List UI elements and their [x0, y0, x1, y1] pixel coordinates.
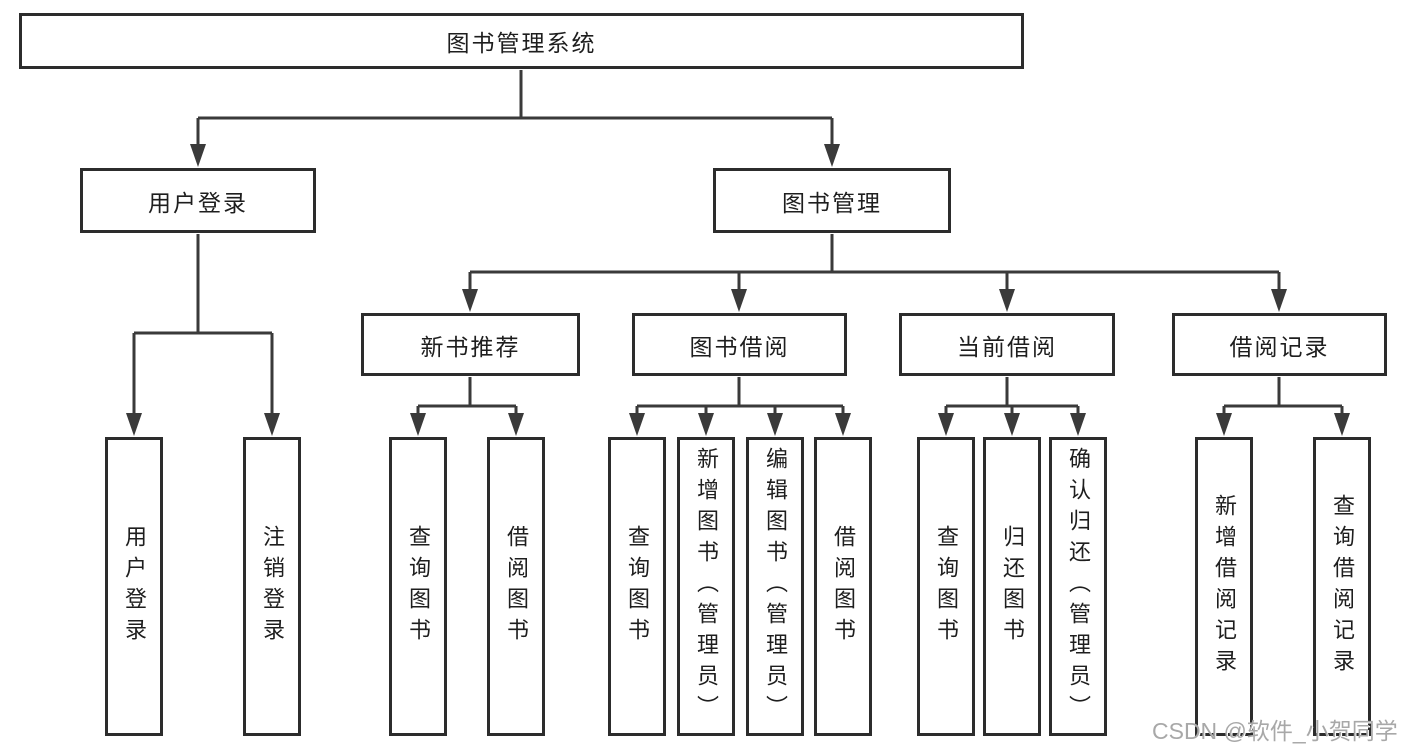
connector-current-to-leaves [944, 377, 1080, 416]
arrowheads-user-login-leaves [126, 413, 280, 436]
leaf-borrowing-add-books-admin: 新增图书（管理员） [677, 437, 735, 736]
node-root-library-system: 图书管理系统 [19, 13, 1024, 69]
arrowheads-level2 [190, 144, 840, 167]
arrowheads-newbook-leaves [410, 413, 524, 436]
node-root-label: 图书管理系统 [446, 30, 597, 56]
leaf-records-query-record-label: 查询借阅记录 [1330, 493, 1355, 680]
leaf-current-return-books: 归还图书 [983, 437, 1041, 736]
node-borrow-records: 借阅记录 [1172, 313, 1387, 376]
leaf-newrec-query-books: 查询图书 [389, 437, 447, 736]
leaf-current-confirm-return-admin-label: 确认归还（管理员） [1066, 447, 1091, 726]
leaf-newrec-query-books-label: 查询图书 [406, 524, 431, 649]
leaf-records-add-record-label: 新增借阅记录 [1212, 493, 1237, 680]
node-current-borrowing-label: 当前借阅 [957, 333, 1057, 360]
arrowheads-borrowing-leaves [629, 413, 851, 436]
leaf-newrec-borrow-books: 借阅图书 [487, 437, 545, 736]
leaf-borrowing-edit-books-admin-label: 编辑图书（管理员） [763, 447, 788, 726]
node-book-management: 图书管理 [713, 168, 951, 233]
arrowheads-level3 [462, 289, 1287, 312]
leaf-borrowing-borrow-books-label: 借阅图书 [831, 524, 856, 649]
node-book-borrowing: 图书借阅 [632, 313, 847, 376]
leaf-current-confirm-return-admin: 确认归还（管理员） [1049, 437, 1107, 736]
leaf-current-query-books: 查询图书 [917, 437, 975, 736]
leaf-records-add-record: 新增借阅记录 [1195, 437, 1253, 736]
leaf-borrowing-borrow-books: 借阅图书 [814, 437, 872, 736]
node-user-login-label: 用户登录 [148, 189, 248, 216]
connector-borrowing-to-leaves [635, 377, 845, 416]
node-borrow-records-label: 借阅记录 [1229, 333, 1330, 360]
csdn-watermark: CSDN @软件_小贺同学 [1152, 718, 1398, 744]
node-book-borrowing-label: 图书借阅 [689, 333, 790, 360]
leaf-current-query-books-label: 查询图书 [934, 524, 959, 649]
connector-book-mgmt-to-level3 [468, 234, 1281, 292]
arrowheads-records-leaves [1216, 413, 1350, 436]
leaf-borrowing-edit-books-admin: 编辑图书（管理员） [746, 437, 804, 736]
leaf-borrowing-add-books-admin-label: 新增图书（管理员） [694, 447, 719, 726]
node-new-book-recommend-label: 新书推荐 [420, 333, 521, 360]
node-book-management-label: 图书管理 [782, 189, 882, 216]
leaf-records-query-record: 查询借阅记录 [1313, 437, 1371, 736]
connector-newbook-to-leaves [416, 377, 518, 416]
node-user-login: 用户登录 [80, 168, 316, 233]
connector-user-login-to-leaves [132, 234, 274, 416]
leaf-borrowing-query-books-label: 查询图书 [625, 524, 650, 649]
leaf-logout-label: 注销登录 [260, 524, 285, 649]
leaf-user-login-label: 用户登录 [122, 524, 147, 649]
connector-records-to-leaves [1222, 377, 1344, 416]
leaf-newrec-borrow-books-label: 借阅图书 [504, 524, 529, 649]
node-current-borrowing: 当前借阅 [899, 313, 1115, 376]
node-new-book-recommend: 新书推荐 [361, 313, 580, 376]
leaf-borrowing-query-books: 查询图书 [608, 437, 666, 736]
leaf-logout: 注销登录 [243, 437, 301, 736]
leaf-current-return-books-label: 归还图书 [1000, 524, 1025, 649]
arrowheads-current-leaves [938, 413, 1086, 436]
leaf-user-login: 用户登录 [105, 437, 163, 736]
connector-root-to-level2 [196, 70, 834, 147]
